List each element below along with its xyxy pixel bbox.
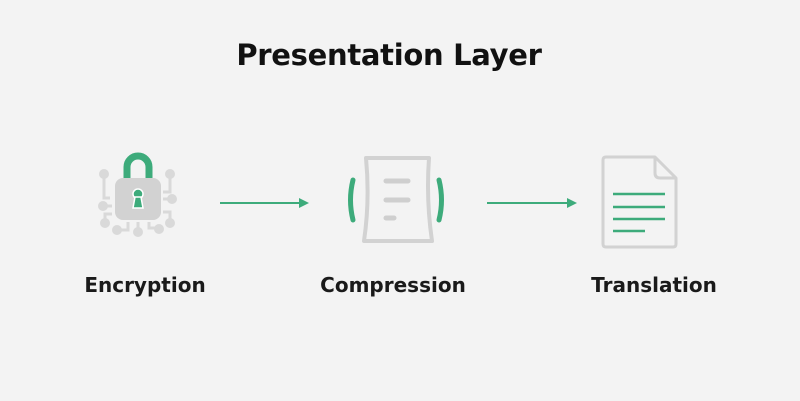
arrow-icon [220, 198, 309, 208]
arrow-icon [487, 198, 577, 208]
step-label-encryption: Encryption [84, 273, 206, 297]
step-label-translation: Translation [591, 273, 717, 297]
lock-icon [98, 152, 177, 237]
document-icon [601, 155, 678, 249]
diagram-title: Presentation Layer [236, 38, 542, 72]
compression-icon [348, 156, 444, 243]
step-label-compression: Compression [320, 273, 466, 297]
